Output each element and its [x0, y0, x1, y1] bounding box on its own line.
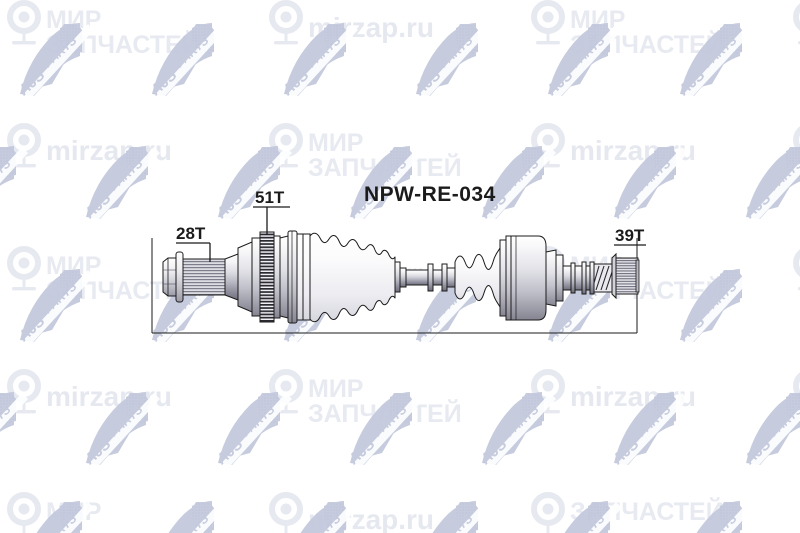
- intermediate-shaft: [399, 263, 456, 292]
- svg-text:МИР: МИР: [308, 375, 363, 403]
- label-leader-lines: [176, 206, 646, 262]
- watermark-domain: mirzap.ru mirzap.ru mirzap.ru mirzap.ru …: [46, 12, 696, 533]
- outer-cv-joint-housing: [499, 235, 564, 321]
- label-outer-spline-39t: 39T: [615, 226, 645, 245]
- svg-text:МИР: МИР: [308, 129, 363, 157]
- label-abs-ring-51t: 51T: [255, 188, 285, 207]
- outer-spline-39t: [611, 252, 640, 300]
- label-inner-spline-28t: 28T: [176, 224, 206, 243]
- inner-joint-cap: [273, 230, 304, 324]
- part-number: NPW-RE-034: [364, 183, 496, 206]
- outer-stub-shaft: [562, 261, 613, 295]
- inner-cv-boot: [302, 232, 401, 323]
